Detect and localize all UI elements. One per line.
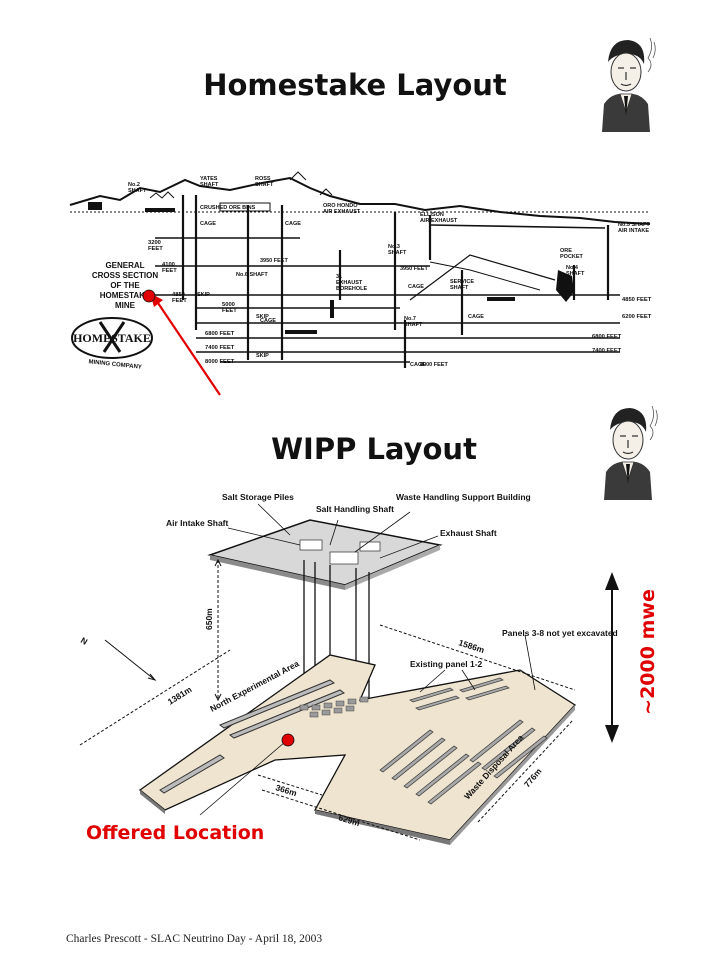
- dim-629: 629m: [337, 812, 361, 828]
- portrait-sketch-2: [604, 405, 658, 500]
- homestake-logo: HOMESTAKE MINING COMPANY: [71, 317, 153, 371]
- svg-text:GENERAL: GENERAL: [105, 261, 144, 270]
- portrait-sketch: [602, 37, 656, 132]
- svg-text:FEET: FEET: [222, 308, 237, 314]
- dim-depth: 650m: [204, 608, 214, 630]
- label-exhaust-shaft: Exhaust Shaft: [440, 528, 497, 538]
- svg-text:SKIP: SKIP: [256, 314, 269, 320]
- dim-width: 1586m: [457, 637, 486, 655]
- svg-text:No.4: No.4: [566, 265, 579, 271]
- svg-text:CAGE: CAGE: [468, 314, 484, 320]
- svg-text:AIR EXHAUST: AIR EXHAUST: [420, 218, 458, 224]
- svg-text:6800 FEET: 6800 FEET: [592, 334, 622, 340]
- svg-text:7400 FEET: 7400 FEET: [592, 348, 622, 354]
- svg-text:No.3: No.3: [388, 244, 400, 250]
- svg-text:AIR EXHAUST: AIR EXHAUST: [323, 209, 361, 215]
- svg-text:31: 31: [336, 274, 342, 280]
- svg-text:ORE: ORE: [560, 248, 572, 254]
- footer-credit: Charles Prescott - SLAC Neutrino Day - A…: [66, 933, 323, 945]
- svg-text:YATES: YATES: [200, 176, 218, 182]
- svg-text:CAGE: CAGE: [408, 284, 424, 290]
- svg-text:OF THE: OF THE: [110, 281, 140, 290]
- label-panels: Panels 3-8 not yet excavated: [502, 628, 618, 638]
- svg-text:4100: 4100: [162, 262, 175, 268]
- homestake-title: Homestake Layout: [203, 68, 507, 102]
- svg-text:No.6 SHAFT: No.6 SHAFT: [236, 272, 268, 278]
- svg-text:SKIP: SKIP: [197, 292, 210, 298]
- svg-text:CROSS SECTION: CROSS SECTION: [92, 271, 158, 280]
- svg-text:ELLISON: ELLISON: [420, 212, 444, 218]
- svg-text:CAGE: CAGE: [260, 318, 276, 324]
- svg-text:4850: 4850: [172, 292, 185, 298]
- svg-text:POCKET: POCKET: [560, 254, 584, 260]
- svg-text:6800 FEET: 6800 FEET: [205, 331, 235, 337]
- svg-text:FEET: FEET: [162, 268, 177, 274]
- svg-text:SKIP: SKIP: [256, 353, 269, 359]
- dim-366: 366m: [274, 782, 298, 798]
- svg-text:ROSS: ROSS: [255, 176, 271, 182]
- label-north: N: [79, 635, 89, 647]
- label-air-intake: Air Intake Shaft: [166, 518, 229, 528]
- svg-text:BOREHOLE: BOREHOLE: [336, 286, 368, 292]
- svg-text:8000 FEET: 8000 FEET: [420, 362, 448, 368]
- svg-text:SHAFT: SHAFT: [450, 285, 469, 291]
- svg-text:CRUSHED ORE BINS: CRUSHED ORE BINS: [200, 205, 256, 211]
- svg-text:SHAFT: SHAFT: [200, 182, 219, 188]
- svg-text:AIR INTAKE: AIR INTAKE: [618, 228, 649, 234]
- wipp-title: WIPP Layout: [271, 432, 477, 466]
- svg-text:HOMESTAKE: HOMESTAKE: [73, 331, 151, 345]
- svg-text:SHAFT: SHAFT: [566, 271, 585, 277]
- svg-text:CAGE: CAGE: [410, 362, 426, 368]
- svg-text:8000 FEET: 8000 FEET: [205, 359, 235, 365]
- svg-text:CAGE: CAGE: [285, 221, 301, 227]
- svg-text:6200 FEET: 6200 FEET: [622, 314, 652, 320]
- svg-text:HOMESTAKE: HOMESTAKE: [100, 291, 151, 300]
- svg-text:No.5 SHAFT: No.5 SHAFT: [618, 222, 650, 228]
- svg-text:No.7: No.7: [404, 316, 416, 322]
- svg-text:No.2: No.2: [128, 182, 140, 188]
- svg-text:MILL: MILL: [88, 205, 101, 211]
- svg-text:MINE: MINE: [115, 301, 136, 310]
- depth-label: ~2000 mwe: [637, 589, 659, 715]
- label-north-area: North Experimental Area: [208, 658, 301, 714]
- label-salt-storage: Salt Storage Piles: [222, 492, 294, 502]
- svg-text:SHAFT: SHAFT: [128, 188, 147, 194]
- svg-text:SHAFT: SHAFT: [388, 250, 407, 256]
- svg-text:5000: 5000: [222, 302, 235, 308]
- svg-text:3200: 3200: [148, 240, 161, 246]
- svg-text:7400 FEET: 7400 FEET: [205, 345, 235, 351]
- svg-text:SERVICE: SERVICE: [450, 279, 474, 285]
- svg-text:MINING COMPANY: MINING COMPANY: [88, 359, 142, 371]
- dim-length: 1381m: [166, 684, 194, 707]
- label-waste-handling: Waste Handling Support Building: [396, 492, 531, 502]
- svg-text:4850 FEET: 4850 FEET: [622, 297, 652, 303]
- label-existing-panel: Existing panel 1-2: [410, 659, 483, 669]
- svg-text:CAGE: CAGE: [200, 221, 216, 227]
- svg-text:3950 FEET: 3950 FEET: [400, 266, 428, 272]
- svg-text:3950 FEET: 3950 FEET: [260, 258, 288, 264]
- label-salt-handling: Salt Handling Shaft: [316, 504, 394, 514]
- svg-text:FEET: FEET: [172, 298, 187, 304]
- svg-text:SHAFT: SHAFT: [404, 322, 423, 328]
- svg-text:ORO HONDO: ORO HONDO: [323, 203, 358, 209]
- dim-776: 776m: [522, 766, 544, 789]
- offered-location-label: Offered Location: [86, 822, 265, 844]
- svg-text:SHAFT: SHAFT: [255, 182, 274, 188]
- svg-text:FEET: FEET: [148, 246, 163, 252]
- svg-text:EXHAUST: EXHAUST: [336, 280, 363, 286]
- label-waste-area: Waste Disposal Area: [462, 732, 525, 801]
